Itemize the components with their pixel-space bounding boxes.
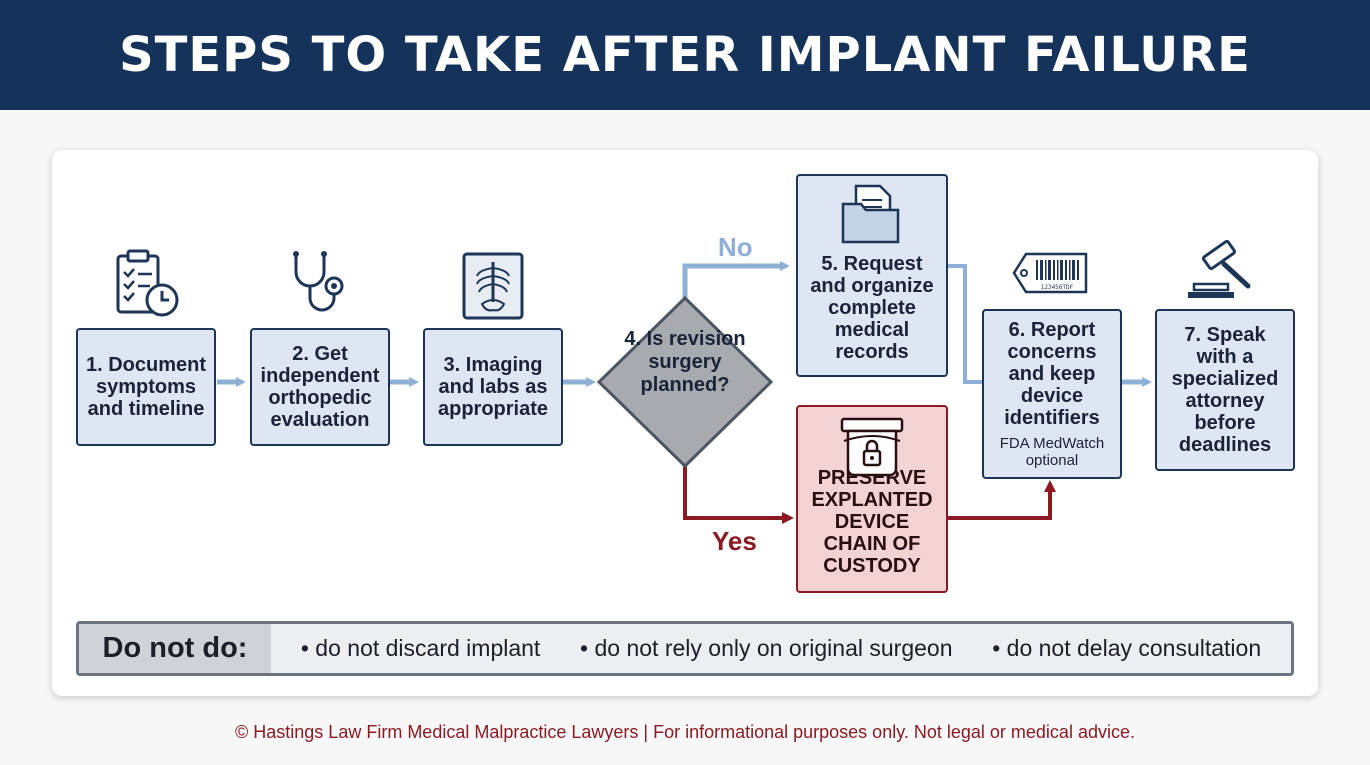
arrow-yes-branch: [683, 466, 794, 524]
branch-label-no: No: [718, 232, 753, 262]
step-7-label: 7. Speak with a specialized attorney bef…: [1171, 324, 1279, 456]
barcode-number: 123456TDF: [1041, 284, 1074, 291]
step-3-box: 3. Imaging and labs as appropriate: [423, 328, 563, 446]
step-7-box: 7. Speak with a specialized attorney bef…: [1155, 309, 1295, 471]
step-6-label: 6. Report concerns and keep device ident…: [1004, 319, 1100, 429]
gavel-icon: [1188, 240, 1251, 298]
branch-label-yes: Yes: [712, 526, 757, 556]
arrow-preserve-6: [948, 480, 1056, 520]
page-title: STEPS TO TAKE AFTER IMPLANT FAILURE: [119, 27, 1251, 83]
decision-diamond: [596, 295, 774, 469]
do-not-item: • do not rely only on original surgeon: [580, 635, 953, 661]
locked-container-icon: [840, 417, 904, 477]
footer-disclaimer: © Hastings Law Firm Medical Malpractice …: [235, 722, 1135, 742]
step-5-label: 5. Request and organize complete medical…: [810, 253, 934, 363]
step-3-label: 3. Imaging and labs as appropriate: [437, 354, 549, 420]
step-6-sublabel: FDA MedWatch optional: [999, 435, 1105, 469]
do-not-item: • do not delay consultation: [992, 635, 1262, 661]
do-not-do-label: Do not do:: [79, 624, 271, 673]
barcode-tag-icon: 123456TDF: [1012, 252, 1088, 294]
folder-document-icon: [841, 184, 900, 244]
preserve-device-label: PRESERVE EXPLANTED DEVICE CHAIN OF CUSTO…: [811, 467, 933, 577]
do-not-do-list: • do not discard implant • do not rely o…: [271, 624, 1291, 673]
step-6-box: 6. Report concerns and keep device ident…: [982, 309, 1122, 479]
step-2-box: 2. Get independent orthopedic evaluation: [250, 328, 390, 446]
do-not-item: • do not discard implant: [300, 635, 541, 661]
step-2-label: 2. Get independent orthopedic evaluation: [260, 343, 380, 431]
arrow-no-branch: [682, 261, 790, 298]
step-1-label: 1. Document symptoms and timeline: [85, 354, 207, 420]
clipboard-clock-icon: [116, 249, 179, 317]
step-5-box: 5. Request and organize complete medical…: [796, 174, 948, 377]
stethoscope-icon: [293, 251, 344, 312]
do-not-do-bar: Do not do: • do not discard implant • do…: [76, 621, 1294, 676]
step-1-box: 1. Document symptoms and timeline: [76, 328, 216, 446]
step-4-label: 4. Is revision surgery planned?: [624, 328, 746, 396]
header-banner: STEPS TO TAKE AFTER IMPLANT FAILURE: [0, 0, 1370, 110]
xray-icon: [462, 252, 524, 320]
